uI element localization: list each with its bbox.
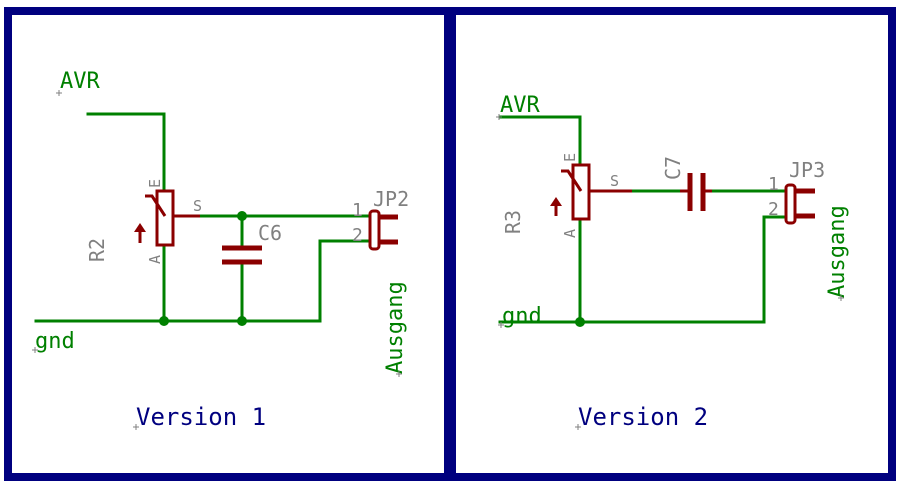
jumper-jp2 (368, 209, 398, 251)
circuit-version-2: R3 E A S C7 JP3 1 2 Ausgang AVR gnd Vers… (498, 93, 850, 431)
junction-dot (575, 317, 585, 327)
wire-avr (86, 112, 166, 193)
ref-jp2: JP2 (373, 187, 409, 211)
pin-label-s: S (193, 197, 202, 215)
net-label-gnd: gnd (35, 329, 75, 354)
circuit-version-1: R2 E A S C6 JP2 1 2 Ausgang AVR gnd Vers… (34, 69, 409, 431)
version-title: Version 1 (136, 403, 266, 431)
capacitor-c7 (680, 173, 712, 211)
pin-number-1: 1 (768, 174, 779, 195)
frame-version-2 (448, 7, 896, 481)
pin-label-s: S (610, 172, 619, 190)
net-label-gnd: gnd (502, 304, 542, 329)
net-label-avr: AVR (60, 69, 100, 94)
capacitor-c6 (222, 245, 262, 265)
junction-dot (237, 211, 247, 221)
ref-jp3: JP3 (789, 158, 825, 182)
jumper-jp3 (784, 183, 815, 225)
output-label: Ausgang (383, 281, 408, 374)
wire-avr (498, 115, 582, 167)
pin-number-2: 2 (352, 225, 363, 246)
pin-label-e: E (146, 179, 164, 188)
version-title: Version 2 (578, 403, 708, 431)
wire-jumper-pin2 (318, 239, 372, 323)
ref-c6: C6 (258, 221, 282, 245)
junction-dot (237, 316, 247, 326)
origin-crosses (32, 90, 844, 430)
pin-number-1: 1 (352, 200, 363, 221)
junction-dot (159, 316, 169, 326)
potentiometer-r2 (134, 189, 200, 247)
wire-gnd (498, 215, 788, 324)
ref-r2: R2 (85, 238, 109, 262)
pin-label-a: A (146, 255, 164, 264)
pin-number-2: 2 (768, 199, 779, 220)
net-label-avr: AVR (500, 93, 540, 118)
output-label: Ausgang (825, 205, 850, 298)
ref-c7: C7 (661, 156, 685, 180)
ref-r3: R3 (501, 210, 525, 234)
potentiometer-r3 (550, 163, 632, 221)
pin-label-a: A (561, 229, 579, 238)
pin-label-e: E (561, 153, 579, 162)
